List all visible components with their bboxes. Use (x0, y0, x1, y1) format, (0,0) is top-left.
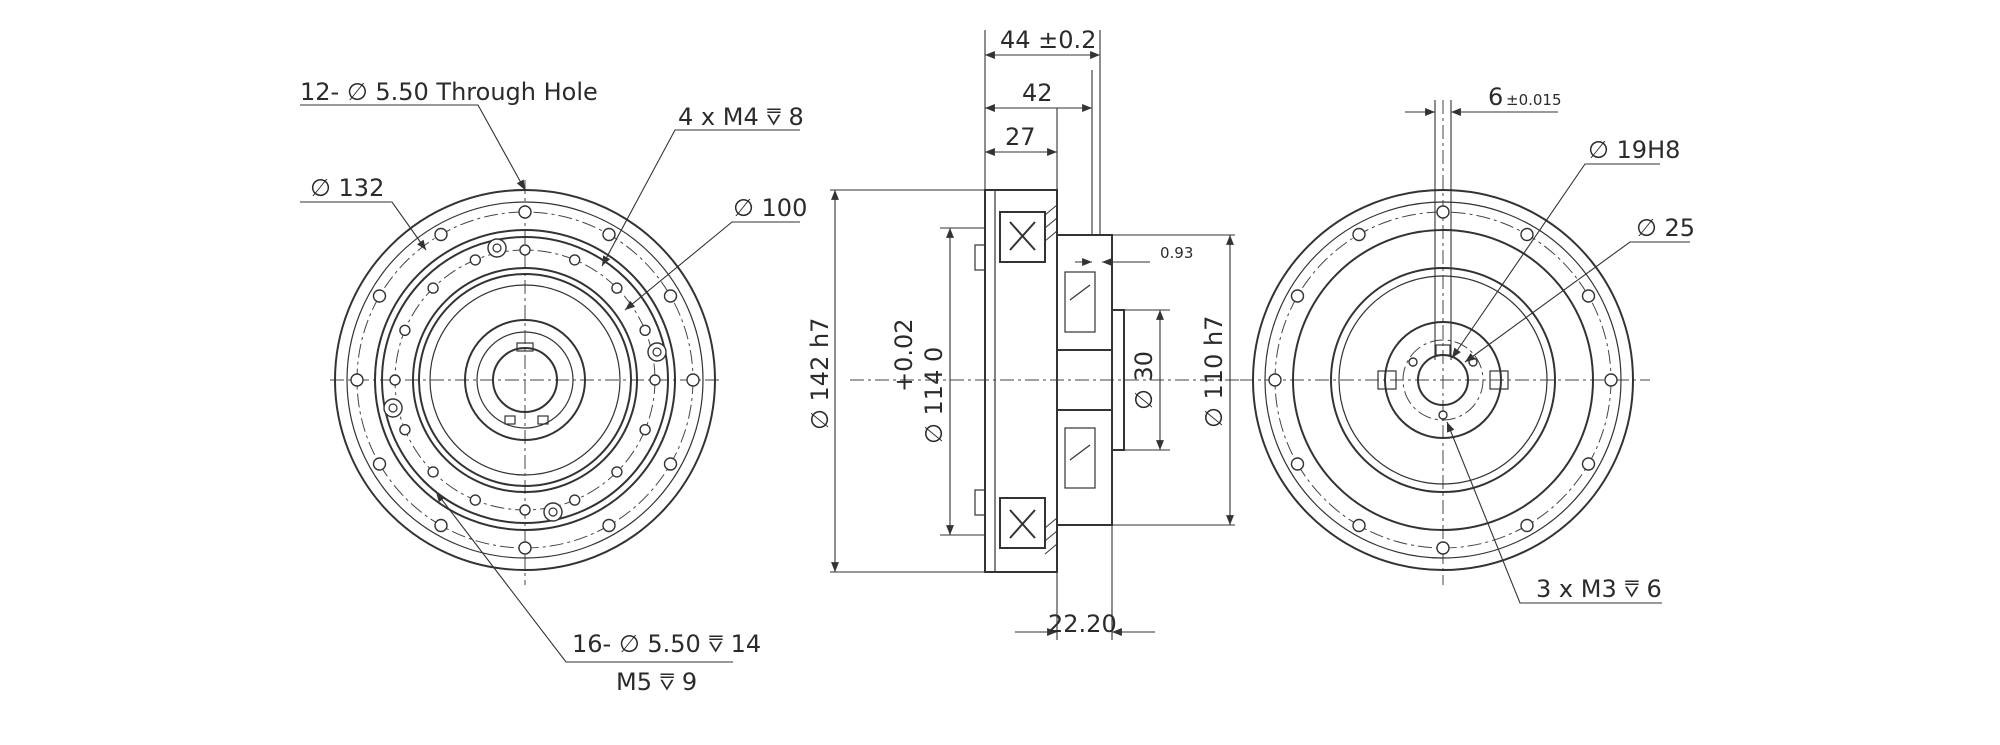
width-44-label: 44 ±0.2 (1000, 26, 1096, 54)
width-2220-label: 22.20 (1048, 610, 1117, 638)
side-flange (984, 189, 1058, 573)
rear-view: 6 ±0.015 ∅ 19H8 ∅ 25 3 x M3 ⩢ 6 (1240, 83, 1695, 604)
d142-label: ∅ 142 h7 (806, 318, 834, 430)
width-42-label: 42 (1022, 79, 1053, 107)
width-27-label: 27 (1005, 123, 1036, 151)
offset-093-label: 0.93 (1160, 244, 1193, 262)
side-view: 44 ±0.2 42 27 0.93 22.20 ∅ 142 h7 +0.02 … (806, 26, 1250, 640)
key-tol-label: ±0.015 (1506, 91, 1562, 109)
bearing-section-bottom (999, 497, 1058, 555)
rear-outer-circle (1252, 189, 1634, 571)
bearing-section-top (999, 204, 1058, 263)
d30-label: ∅ 30 (1130, 351, 1158, 410)
d100-label: ∅ 100 (733, 194, 807, 222)
m5-label: M5 ⩢ 9 (616, 668, 697, 696)
tol-label: +0.02 (890, 318, 918, 392)
hole16-label: 16- ∅ 5.50 ⩢ 14 (572, 630, 761, 658)
d114-label: ∅ 114 0 (920, 347, 948, 444)
rear-through-holes (1268, 205, 1618, 555)
key-width-label: 6 (1488, 83, 1503, 111)
front-view: 12- ∅ 5.50 Through Hole 4 x M4 ⩢ 8 ∅ 132… (300, 78, 807, 696)
through-holes (350, 205, 700, 555)
d25-label: ∅ 25 (1636, 214, 1695, 242)
d110-label: ∅ 110 h7 (1200, 316, 1228, 428)
front-bore (492, 347, 558, 413)
d19-label: ∅ 19H8 (1588, 136, 1680, 164)
m4-holes (383, 238, 667, 522)
m4-label: 4 x M4 ⩢ 8 (678, 103, 804, 131)
m3-label: 3 x M3 ⩢ 6 (1536, 575, 1662, 603)
d132-label: ∅ 132 (310, 174, 384, 202)
tapped-holes (389, 244, 661, 516)
through-hole-label: 12- ∅ 5.50 Through Hole (300, 78, 598, 106)
